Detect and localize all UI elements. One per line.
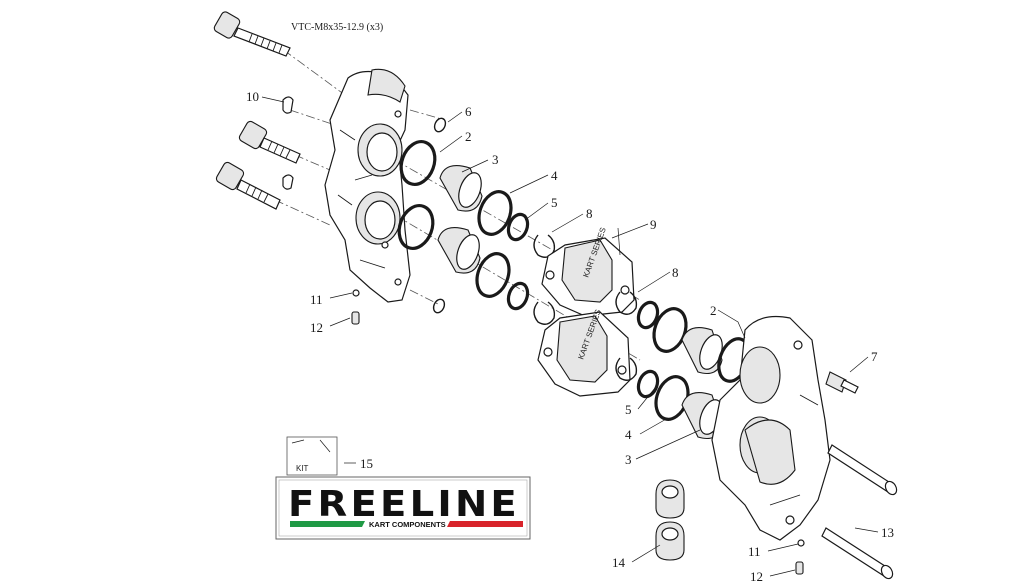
bolt-spec-label: VTC-M8x35-12.9 (x3) xyxy=(291,22,383,33)
kit-box-15: KIT xyxy=(286,436,338,476)
callout-9: 9 xyxy=(650,217,657,232)
callout-7: 7 xyxy=(871,349,878,364)
callout-11-right: 11 xyxy=(748,544,761,559)
logo-red-swoosh xyxy=(447,521,523,527)
callout-8-lower: 8 xyxy=(672,265,679,280)
callout-3-lower: 3 xyxy=(625,452,632,467)
left-caliper-body xyxy=(324,68,411,303)
callout-11-left: 11 xyxy=(310,292,323,307)
callout-4-lower: 4 xyxy=(625,427,632,442)
callout-4-upper: 4 xyxy=(551,168,558,183)
callout-2-upper: 2 xyxy=(465,129,472,144)
callout-13: 13 xyxy=(881,525,894,540)
right-caliper-body xyxy=(711,315,831,541)
callout-6: 6 xyxy=(465,104,472,119)
washers-5-right xyxy=(636,300,660,399)
callout-3-upper: 3 xyxy=(492,152,499,167)
kit-label: KIT xyxy=(296,464,309,473)
callout-15: 15 xyxy=(360,456,373,471)
clip-10 xyxy=(282,96,294,190)
o-rings-6 xyxy=(432,117,447,314)
pistons-3-left xyxy=(437,165,483,274)
dust-seals-4-left xyxy=(475,190,513,298)
callout-12-left: 12 xyxy=(310,320,323,335)
callout-10: 10 xyxy=(246,89,259,104)
callout-2-lower: 2 xyxy=(710,303,717,318)
logo-green-swoosh xyxy=(290,521,365,527)
bleed-nipple-7 xyxy=(825,371,859,394)
callout-8-upper: 8 xyxy=(586,206,593,221)
callout-14: 14 xyxy=(612,555,626,570)
freeline-logo: FREELINE KART COMPONENTS xyxy=(275,476,531,540)
logo-wordmark: FREELINE xyxy=(288,484,520,525)
brake-pad-lower: KART SERIES xyxy=(537,308,631,397)
bolt-lower xyxy=(215,161,281,210)
callout-5-lower: 5 xyxy=(625,402,632,417)
callout-5-upper: 5 xyxy=(551,195,558,210)
spacers-14 xyxy=(655,479,685,561)
bolt-top xyxy=(213,11,291,57)
brake-pad-upper: KART SERIES xyxy=(541,226,635,317)
callout-numbers: 10 6 2 3 4 5 8 9 8 11 12 2 7 5 4 3 15 13… xyxy=(246,89,894,584)
leader-lines xyxy=(261,96,879,577)
logo-tagline: KART COMPONENTS xyxy=(369,520,446,529)
circlips-8-left xyxy=(533,234,556,325)
callout-12-right: 12 xyxy=(750,569,763,584)
balls-11-screws-12 xyxy=(351,289,805,575)
washers-5-left xyxy=(506,212,530,311)
circlips-8-right xyxy=(615,291,638,381)
seals-2-left xyxy=(397,140,437,250)
bolt-middle xyxy=(238,120,301,164)
pins-13 xyxy=(821,444,898,580)
